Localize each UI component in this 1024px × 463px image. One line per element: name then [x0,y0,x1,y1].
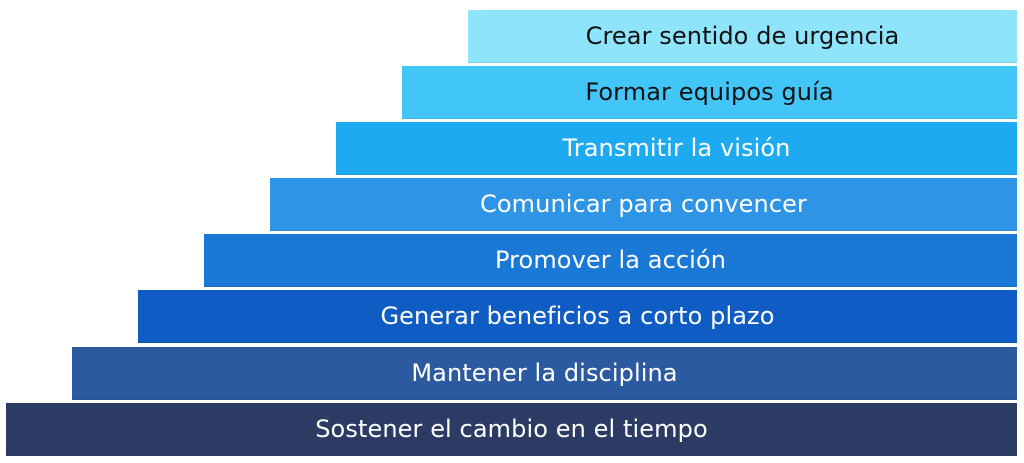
step-1: Crear sentido de urgencia [468,10,1017,63]
step-6-label: Generar beneficios a corto plazo [380,302,775,330]
step-8-label: Sostener el cambio en el tiempo [315,415,708,443]
step-5-label: Promover la acción [494,246,727,274]
step-4-label: Comunicar para convencer [480,190,807,218]
step-7: Mantener la disciplina [72,347,1017,400]
step-3: Transmitir la visión [336,122,1017,175]
step-7-label: Mantener la disciplina [411,359,678,387]
step-6: Generar beneficios a corto plazo [138,290,1017,343]
step-8: Sostener el cambio en el tiempo [6,403,1017,456]
step-5: Promover la acción [204,234,1017,287]
step-2-label: Formar equipos guía [585,78,834,106]
step-4: Comunicar para convencer [270,178,1017,231]
step-2: Formar equipos guía [402,66,1017,119]
step-3-label: Transmitir la visión [562,134,791,162]
step-1-label: Crear sentido de urgencia [585,22,900,50]
